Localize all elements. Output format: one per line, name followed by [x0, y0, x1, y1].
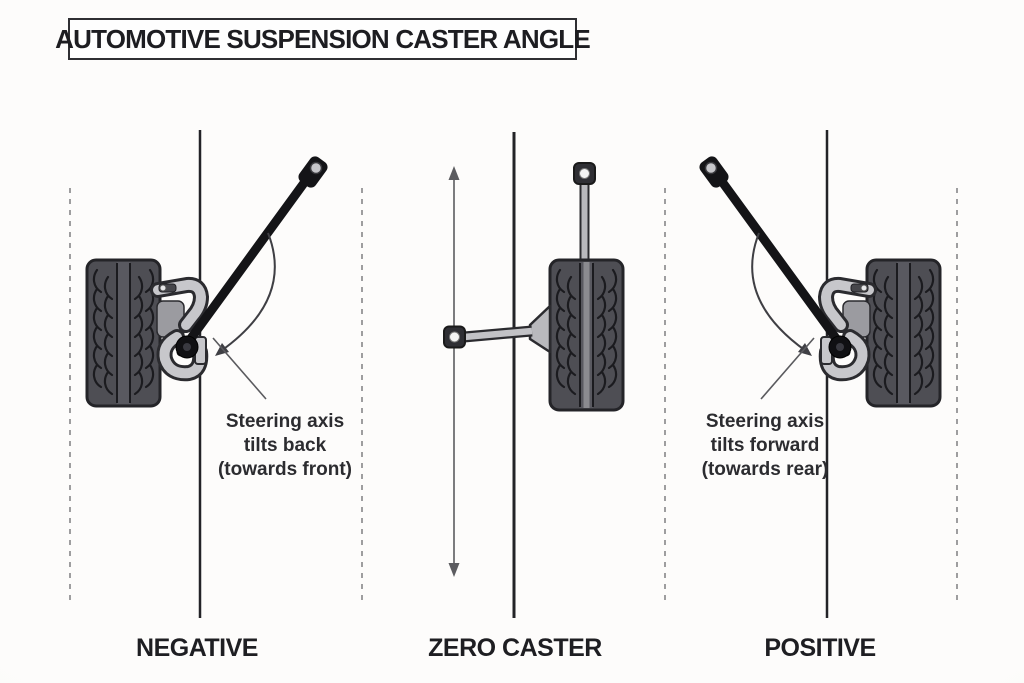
negative-caster-diagram — [85, 156, 328, 408]
tread-pattern — [555, 268, 618, 396]
diagram-title: AUTOMOTIVE SUSPENSION CASTER ANGLE — [55, 18, 591, 60]
positive-caster-caption: Steering axis tilts forward (towards rea… — [665, 410, 865, 482]
caption-line: tilts back — [243, 435, 327, 456]
tire — [85, 258, 162, 408]
steering-knuckle — [150, 276, 209, 382]
upper-bolt — [158, 283, 177, 293]
caption-line: Steering axis — [705, 411, 825, 432]
steering-axis-rod — [176, 156, 328, 357]
annotation-pointer-line — [212, 337, 267, 400]
positive-caster-diagram — [697, 154, 940, 406]
positive-label: POSITIVE — [764, 634, 876, 662]
caption-line: (towards front) — [217, 459, 353, 480]
caption-line: (towards rear) — [701, 459, 829, 480]
strut — [579, 181, 590, 265]
caption-line: Steering axis — [225, 411, 345, 432]
zero-caster-diagram — [443, 162, 625, 577]
control-arm — [463, 325, 533, 343]
hub-cone — [528, 304, 552, 354]
zero-caster-label: ZERO CASTER — [428, 634, 602, 662]
tread-pattern — [92, 268, 155, 396]
ball-joint-pivot — [175, 335, 199, 359]
strut-top-bolt — [573, 162, 596, 185]
strut-through-wheel — [583, 262, 590, 408]
reference-lines — [69, 130, 958, 618]
negative-label: NEGATIVE — [136, 634, 258, 662]
negative-caster-caption: Steering axis tilts back (towards front) — [185, 410, 385, 482]
caption-line: tilts forward — [710, 435, 820, 456]
diagram-title-text: AUTOMOTIVE SUSPENSION CASTER ANGLE — [55, 23, 591, 54]
double-headed-arrow — [448, 166, 460, 577]
arm-bolt — [443, 325, 466, 349]
